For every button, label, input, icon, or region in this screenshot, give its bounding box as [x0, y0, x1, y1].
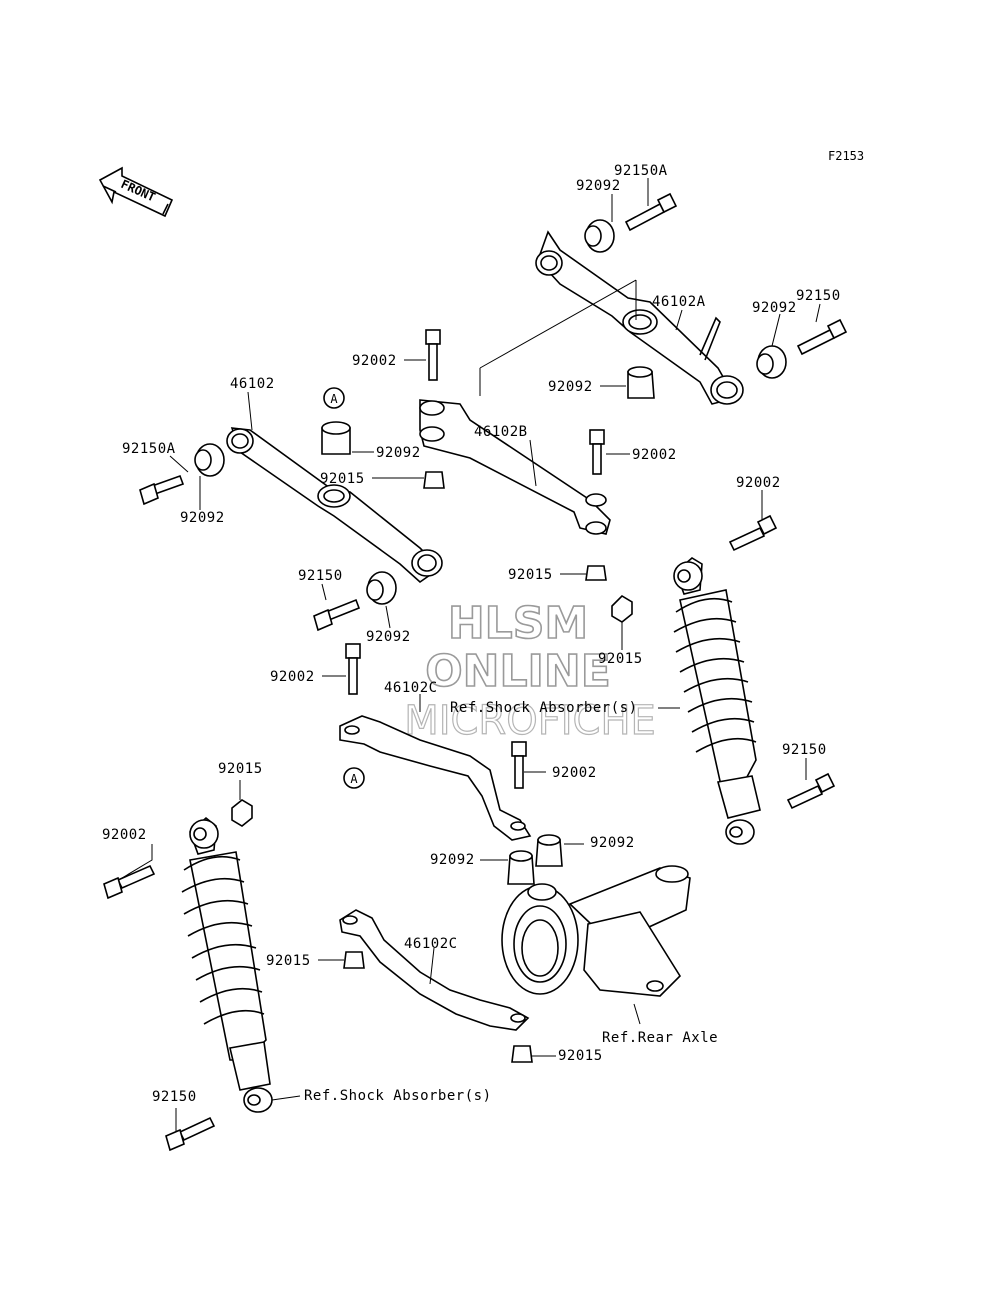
label-46102B: 46102B [474, 424, 528, 440]
bushing-92092-right [756, 345, 787, 379]
bolt-92002-e [103, 864, 156, 900]
label-92092-f: 92092 [590, 835, 635, 851]
label-92092-mid: 92092 [548, 379, 593, 395]
label-92015-f: 92015 [558, 1048, 603, 1064]
front-arrow-icon: FRONT [98, 166, 174, 218]
label-46102: 46102 [230, 376, 275, 392]
bolt-92002-right [728, 514, 778, 552]
label-46102C-top: 46102C [384, 680, 438, 696]
label-92015-c: 92015 [598, 651, 643, 667]
bushing-92092-top [584, 219, 615, 253]
shock-absorber-right [673, 557, 761, 845]
link-46102C-top [339, 715, 532, 841]
label-92015-b: 92015 [508, 567, 553, 583]
bolt-92150-shock-right [786, 772, 836, 810]
bolt-92150-mid [313, 598, 361, 632]
nut-92015-d [343, 951, 365, 969]
label-92092-lowleft: 92092 [366, 629, 411, 645]
nut-92015-e [231, 799, 253, 827]
label-92002-top: 92002 [352, 353, 397, 369]
callout-a-bottom-label: A [350, 772, 358, 786]
bolt-92150-bottom [165, 1116, 216, 1152]
bushing-92092-a [321, 421, 351, 455]
callout-a-top-label: A [330, 392, 338, 406]
callout-a-bottom: A [343, 767, 365, 789]
bolt-92002-c [345, 643, 361, 695]
nut-92015-c [611, 594, 633, 623]
label-92002-d: 92002 [552, 765, 597, 781]
nut-92015-a [423, 471, 445, 489]
label-92092-left: 92092 [180, 510, 225, 526]
bushing-92092-left [194, 443, 225, 477]
label-92015-a: 92015 [320, 471, 365, 487]
rear-axle-housing [501, 865, 691, 997]
label-92002-e: 92002 [102, 827, 147, 843]
watermark: HLSM ONLINE MICROFICHE [404, 597, 657, 744]
label-92150-right: 92150 [796, 288, 841, 304]
label-92150-bottom: 92150 [152, 1089, 197, 1105]
bushing-92092-lowleft [366, 571, 397, 605]
shock-absorber-left [181, 816, 273, 1113]
label-92092-a: 92092 [376, 445, 421, 461]
label-92002-right: 92002 [736, 475, 781, 491]
watermark-line1: HLSM [448, 598, 588, 649]
arm-46102B [419, 399, 611, 535]
figure-code: F2153 [828, 149, 864, 163]
bolt-92150-right [796, 318, 848, 356]
bolt-92002-b [589, 429, 605, 475]
bolt-92150A-left [139, 474, 185, 506]
watermark-line2: ONLINE [425, 646, 611, 697]
bolt-92150A-top [624, 192, 678, 232]
nut-92015-f [511, 1045, 533, 1063]
label-92092-e: 92092 [430, 852, 475, 868]
label-92015-e: 92015 [266, 953, 311, 969]
label-92150-mid: 92150 [298, 568, 343, 584]
bolt-92002-d [511, 741, 527, 789]
bushing-92092-e [507, 850, 535, 885]
ref-shock-absorber-left: Ref.Shock Absorber(s) [304, 1088, 492, 1104]
bolt-92002-top [425, 329, 441, 381]
label-92150-shock-right: 92150 [782, 742, 827, 758]
ref-shock-absorber-right: Ref.Shock Absorber(s) [450, 700, 638, 716]
watermark-line3: MICROFICHE [404, 698, 656, 744]
label-92092-right: 92092 [752, 300, 797, 316]
bushing-92092-mid [627, 366, 655, 399]
nut-92015-b [585, 565, 607, 581]
part-labels: 92150A 92092 46102A 92150 92092 92092 92… [102, 163, 841, 1105]
bushing-92092-f [535, 834, 563, 867]
label-92092-top: 92092 [576, 178, 621, 194]
label-92150A-left: 92150A [122, 441, 176, 457]
arm-46102 [226, 427, 443, 584]
label-92002-b: 92002 [632, 447, 677, 463]
ref-rear-axle: Ref.Rear Axle [602, 1030, 718, 1046]
label-46102C-bottom: 46102C [404, 936, 458, 952]
label-92015-d: 92015 [218, 761, 263, 777]
link-46102C-bottom [339, 909, 530, 1031]
label-92150A-top: 92150A [614, 163, 668, 179]
callout-a-top: A [323, 387, 345, 409]
label-46102A: 46102A [652, 294, 706, 310]
label-92002-c: 92002 [270, 669, 315, 685]
leader-lines [121, 178, 821, 1132]
